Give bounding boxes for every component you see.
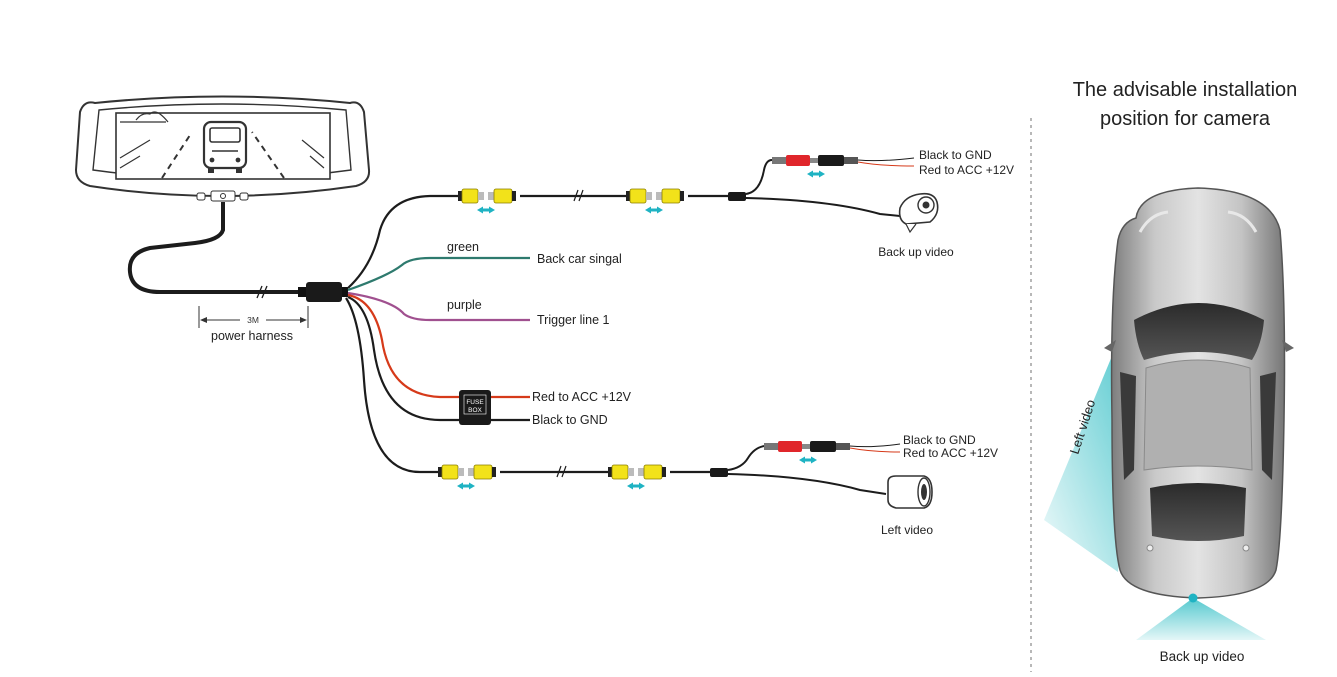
harness-label: power harness <box>211 329 293 343</box>
backup-video-label: Back up video <box>878 245 954 259</box>
panel-title-line1: The advisable installation <box>1073 79 1298 101</box>
bus-icon <box>202 120 248 173</box>
rca-connector-pair <box>608 464 666 480</box>
left-camera-icon <box>887 475 933 509</box>
arrow-right-icon <box>627 482 636 490</box>
black-gnd-label: Black to GND <box>532 413 608 427</box>
arrow-right-icon <box>799 456 808 464</box>
arrow-left-icon <box>636 482 645 490</box>
arrow-right-icon <box>645 206 654 214</box>
red-power-wire <box>347 293 460 399</box>
purple-wire-label: Trigger line 1 <box>537 313 610 327</box>
connection-arrows <box>457 170 825 490</box>
arrow-right-icon <box>457 482 466 490</box>
fuse-box <box>459 390 491 425</box>
arrow-left-icon <box>466 482 475 490</box>
top-red-acc-label: Red to ACC +12V <box>919 163 1014 177</box>
bottom-splitter <box>710 468 728 477</box>
arrow-left-icon <box>486 206 495 214</box>
cable-break-mark <box>256 285 268 299</box>
left-camera-beam <box>1044 346 1132 572</box>
mirror-cable <box>127 202 302 294</box>
rca-connector-pair <box>626 188 684 204</box>
harness-length: 3M <box>247 315 259 325</box>
arrow-right-icon <box>477 206 486 214</box>
green-wire-color-label: green <box>447 240 479 254</box>
green-wire <box>347 256 530 292</box>
fuse-box-label-2: BOX <box>468 407 482 414</box>
bottom-power-plugs <box>764 441 850 452</box>
power-button-icon <box>220 193 226 199</box>
arrow-right-icon <box>807 170 816 178</box>
black-ground-wire <box>347 295 460 422</box>
fuse-box-label-1: FUSE <box>466 399 484 406</box>
arrow-left-icon <box>816 170 825 178</box>
rca-connector-pair <box>438 464 496 480</box>
backup-camera-icon <box>898 192 939 234</box>
bottom-black-gnd-label: Black to GND <box>903 433 976 447</box>
top-splitter <box>728 192 746 201</box>
rca-connectors <box>438 188 684 480</box>
car-top-view <box>1104 187 1294 599</box>
arrow-left-icon <box>654 206 663 214</box>
green-wire-label: Back car singal <box>537 252 622 266</box>
bottom-video-cable <box>345 297 440 474</box>
harness-connector <box>306 282 342 302</box>
rca-connector-pair <box>458 188 516 204</box>
car-backup-video-label: Back up video <box>1160 649 1245 664</box>
top-black-gnd-label: Black to GND <box>919 148 992 162</box>
arrow-left-icon <box>808 456 817 464</box>
rear-camera-dot <box>1188 593 1198 603</box>
purple-wire <box>347 291 530 322</box>
rear-camera-beam <box>1136 598 1266 640</box>
harness-dimension <box>198 306 309 328</box>
purple-wire-color-label: purple <box>447 298 482 312</box>
red-acc-label: Red to ACC +12V <box>532 390 632 404</box>
top-power-plugs <box>772 155 858 166</box>
panel-title-line2: position for camera <box>1100 108 1271 130</box>
left-video-label: Left video <box>881 523 933 537</box>
rearview-mirror-monitor <box>74 95 371 202</box>
top-video-cable <box>347 194 460 289</box>
bottom-red-acc-label: Red to ACC +12V <box>903 446 998 460</box>
